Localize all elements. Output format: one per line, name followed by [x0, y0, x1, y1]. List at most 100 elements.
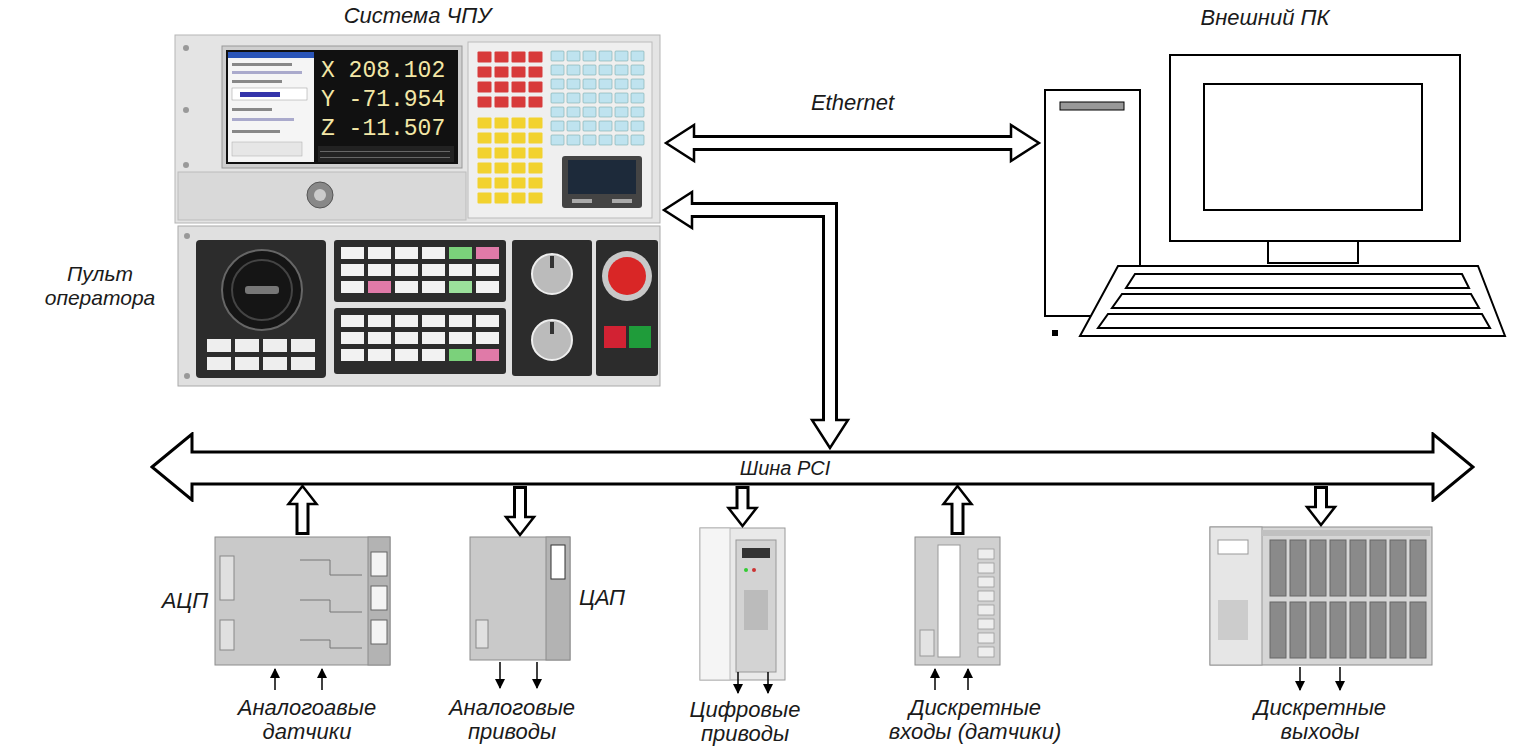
module-caption: Цифровые приводы [680, 698, 810, 746]
cnc-panel-illustration [334, 240, 506, 302]
cnc-panel-illustration [228, 52, 314, 58]
output-module-illustration [1218, 600, 1248, 640]
cnc-panel-illustration [178, 172, 466, 220]
cnc-panel-illustration [232, 71, 302, 74]
cnc-panel-illustration [232, 260, 292, 320]
adc-module-illustration [220, 556, 234, 600]
connector-inner [516, 489, 524, 521]
signal-arrow [275, 662, 1340, 693]
cnc-panel-illustration [184, 373, 190, 379]
cnc-panel-illustration [449, 247, 472, 259]
dac-module: ЦАПАналоговые приводы [470, 537, 570, 660]
axis-readout: X 208.102 [321, 60, 455, 83]
cnc-panel-illustration [572, 199, 592, 203]
edge-label: Ethernet [808, 91, 897, 115]
cnc-panel-illustration [608, 257, 646, 295]
cnc-panel-illustration [476, 247, 499, 259]
drive-illustration [742, 548, 770, 558]
cnc-panel-illustration [184, 233, 190, 239]
discrete-input-module: Дискретные входы (датчики) [915, 537, 1000, 665]
dac-module-illustration [546, 537, 570, 660]
cnc-panel-illustration [612, 199, 632, 203]
cnc-panel-illustration [318, 146, 454, 162]
signal-arrow [1299, 667, 1301, 690]
axis-readout: Y -71.954 [321, 89, 455, 112]
pc-illustration [1112, 294, 1479, 308]
adc-module-illustration [215, 537, 390, 665]
cnc-panel-illustration [228, 52, 314, 162]
cnc-panel-illustration [222, 250, 302, 330]
cnc-panel-illustration [245, 286, 279, 294]
input-module-illustration [938, 545, 960, 657]
dac-module-illustration [551, 545, 565, 579]
output-module-illustration [1210, 527, 1432, 665]
adc-module-illustration [220, 620, 234, 650]
hollow-connector [1307, 486, 1335, 525]
cnc-panel-illustration [550, 322, 554, 334]
cnc-panel-illustration [604, 326, 626, 348]
cnc-panel-illustration [307, 182, 333, 208]
output-module-illustration [1268, 538, 1428, 662]
cnc-panel-illustration [550, 256, 554, 268]
pc-illustration [1080, 266, 1505, 336]
connector-inner [299, 500, 307, 532]
panel-label: Пульт оператора [32, 262, 168, 310]
cnc-panel-illustration [232, 108, 272, 111]
adc-module-illustration [300, 560, 362, 575]
cnc-panel-illustration [232, 142, 302, 156]
cnc-panel-illustration [476, 116, 544, 206]
arrow-head [664, 192, 692, 228]
dac-module-illustration [476, 620, 488, 648]
cnc-panel-illustration [183, 162, 189, 168]
pci-bus: Шина PCI [150, 432, 1475, 502]
cnc-panel-illustration [532, 320, 572, 360]
adc-module-illustration [300, 600, 362, 612]
cnc-panel-illustration [196, 240, 326, 378]
drive-illustration [700, 528, 785, 680]
pc-illustration [1126, 274, 1469, 288]
hollow-connector [289, 486, 317, 535]
operator-panel: Пульт оператора [178, 226, 660, 386]
drive-illustration [744, 590, 768, 630]
input-module-illustration [915, 537, 1000, 665]
cnc-panel-illustration [206, 338, 318, 374]
cnc-panel-illustration [602, 251, 652, 301]
drive-illustration [752, 568, 756, 572]
drive-illustration [744, 568, 748, 572]
output-module-illustration [1210, 527, 1432, 665]
cnc-panel-illustration [232, 88, 307, 100]
output-module-illustration [1210, 527, 1262, 665]
cnc-panel-illustration [568, 160, 636, 194]
cnc-system: Система ЧПУПульт оператора [175, 32, 660, 385]
cnc-panel-illustration [596, 240, 658, 376]
pc-illustration [1204, 84, 1422, 210]
pc-title: Внешний ПК [1170, 6, 1360, 30]
system-title: Система ЧПУ [175, 4, 660, 28]
cnc-panel-illustration [240, 92, 280, 97]
arrow-head [812, 420, 848, 448]
adc-module-illustration [371, 586, 387, 610]
connector-inner [690, 138, 1015, 148]
adc-module-illustration [371, 552, 387, 576]
connector-inner [739, 489, 747, 512]
cnc-panel-illustration [368, 281, 391, 293]
signal-arrow [499, 662, 501, 688]
hollow-connector [666, 125, 1039, 161]
bus-outline [152, 434, 1473, 500]
cnc-panel-illustration [175, 35, 660, 386]
adc-module-illustration [368, 537, 390, 665]
cnc-panel-illustration [512, 240, 592, 376]
hollow-connector [944, 486, 972, 535]
signal-arrow [767, 672, 769, 693]
cnc-panel-illustration [314, 189, 326, 201]
signal-arrow [737, 672, 739, 693]
adc-module-illustration [371, 620, 387, 644]
module-caption: Аналогоавые датчики [222, 696, 392, 744]
adc-module: АЦПАналогоавые датчики [215, 537, 390, 665]
hollow-connector [664, 192, 848, 448]
signal-arrow [1339, 667, 1341, 690]
signal-arrow [321, 669, 323, 690]
